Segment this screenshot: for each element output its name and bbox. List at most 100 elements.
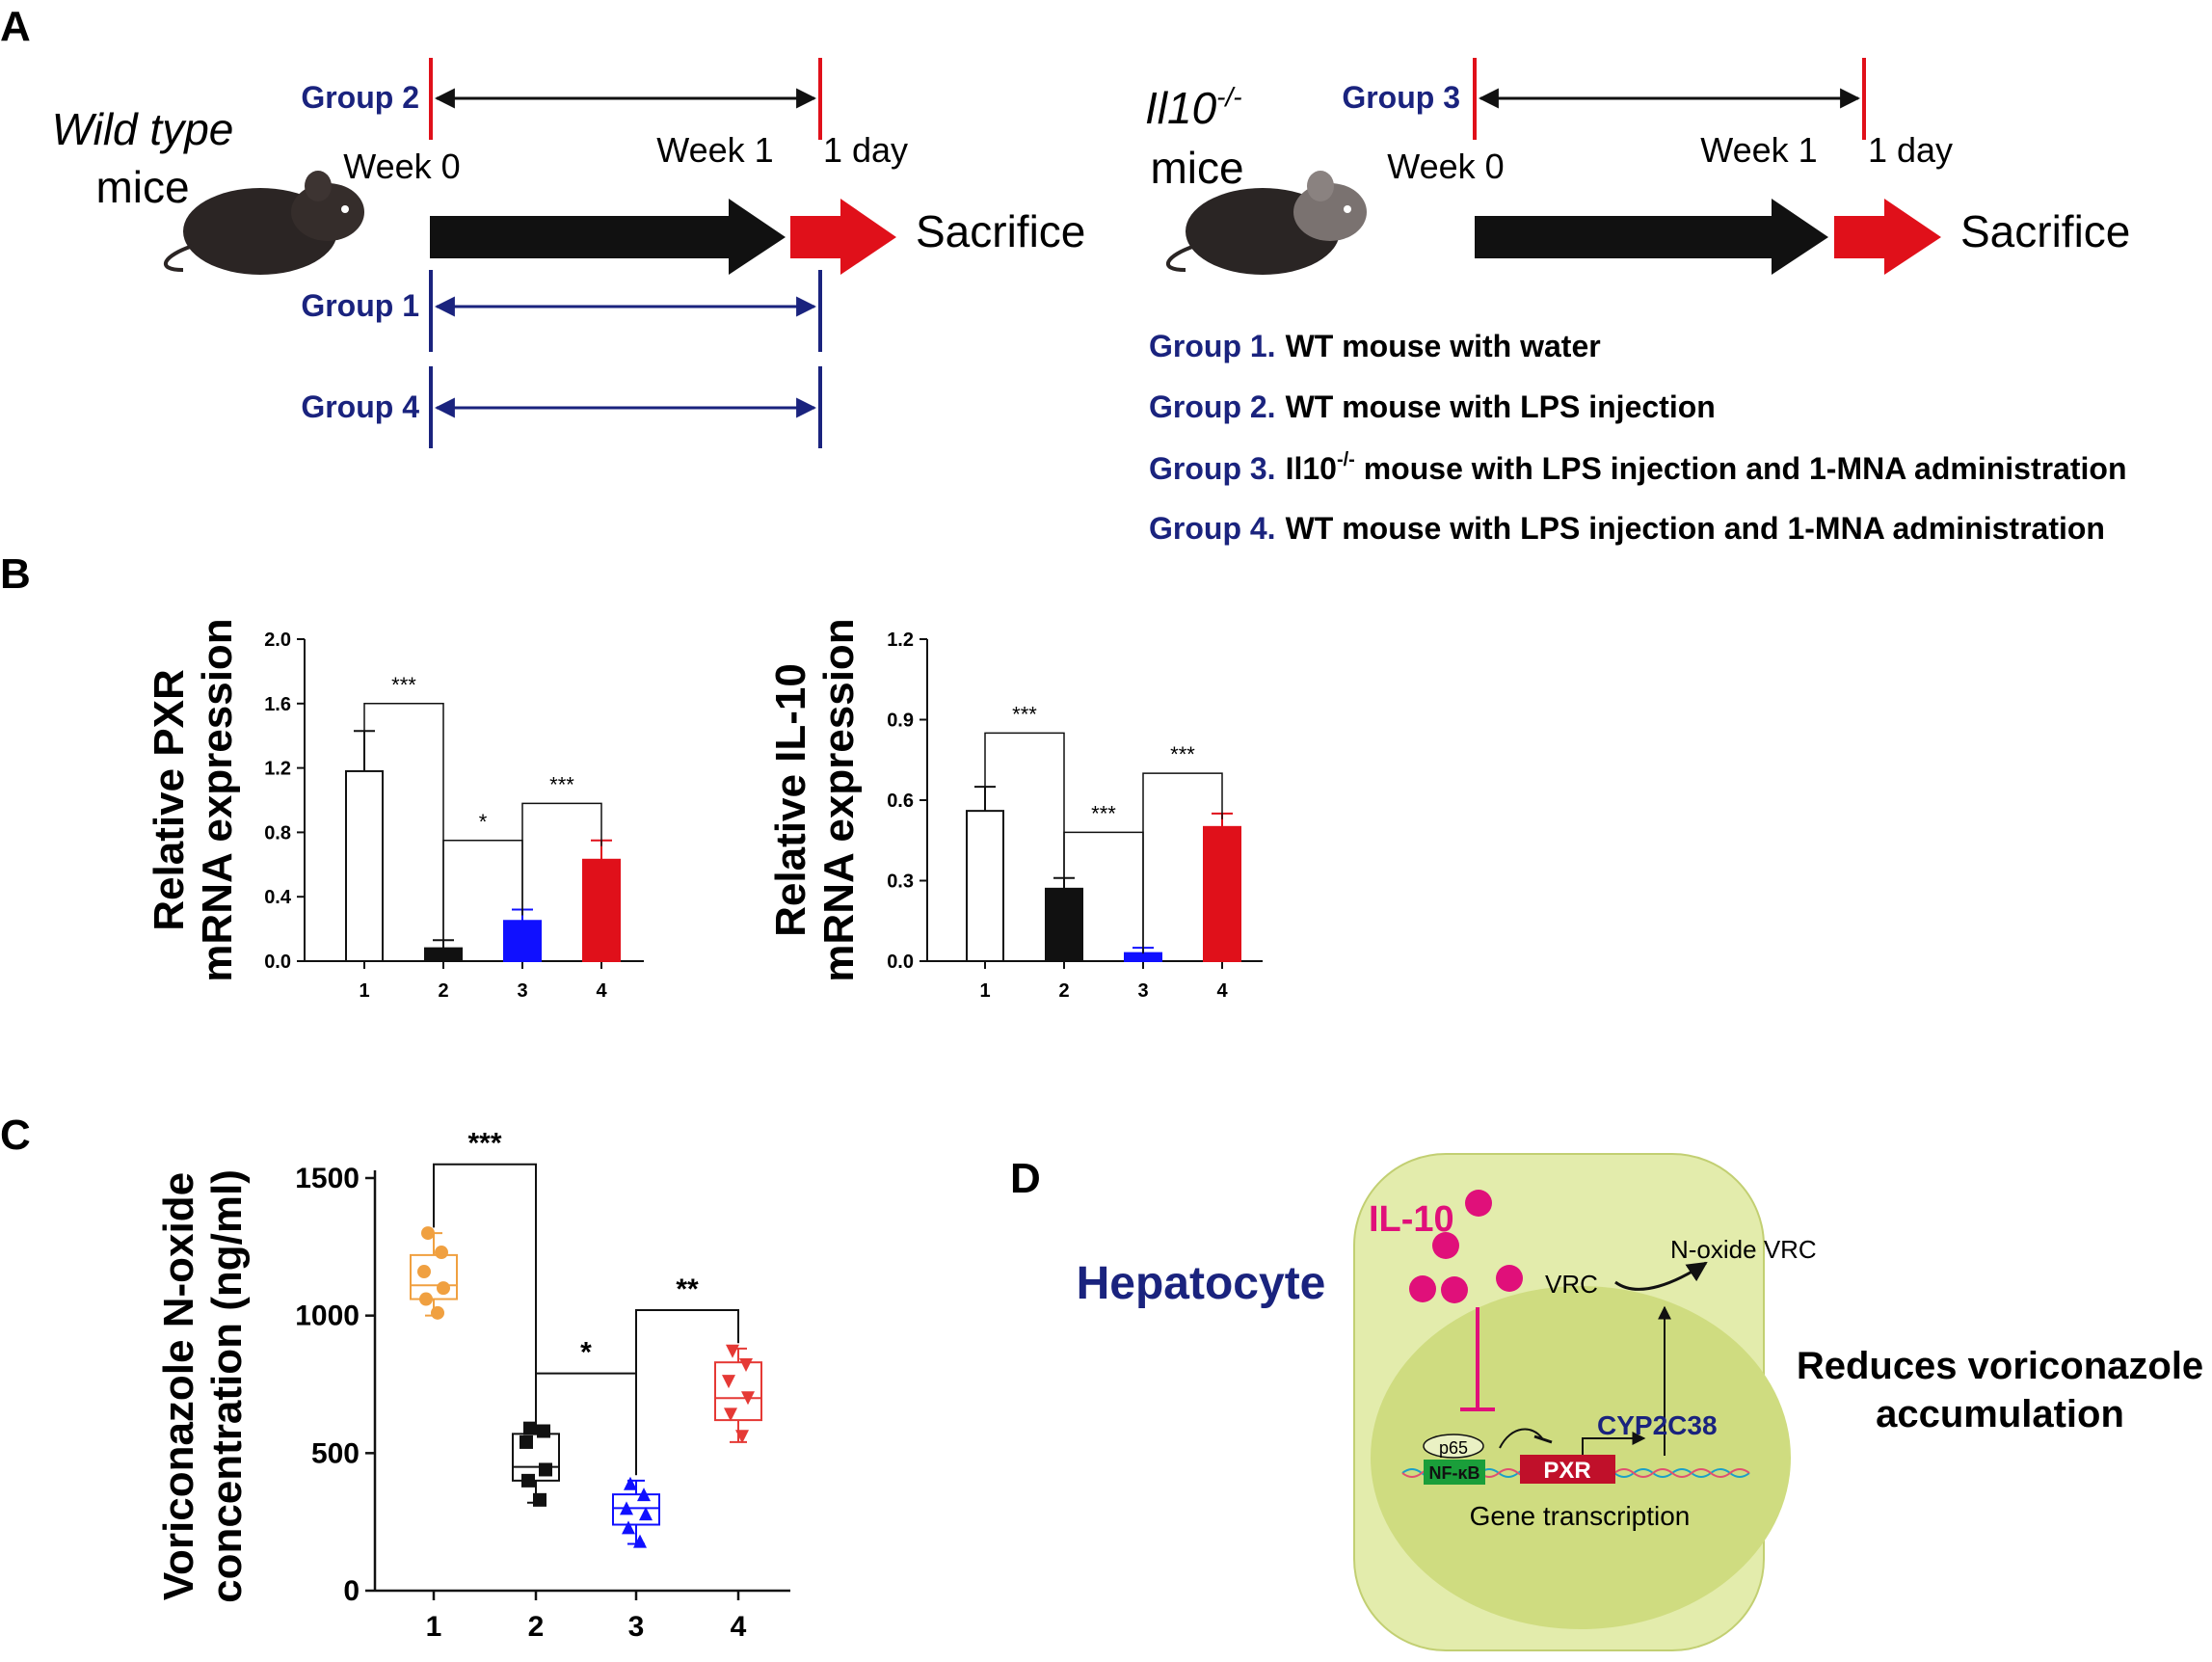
data-point: [431, 1305, 444, 1320]
y-tick-label: 1000: [295, 1300, 360, 1332]
bar: [1045, 887, 1083, 962]
data-point: [537, 1424, 550, 1438]
x-tick-label: 4: [1216, 980, 1228, 1002]
wt-week-arrow: [430, 199, 786, 275]
data-point: [520, 1434, 533, 1449]
bar: [966, 810, 1004, 963]
significance-label: ***: [467, 1128, 501, 1160]
ko-week-arrow: [1475, 199, 1828, 275]
pxr-box: [1520, 1455, 1615, 1484]
il10-molecule: [1432, 1232, 1459, 1259]
x-tick-label: 4: [596, 980, 607, 1002]
p65-label: p65: [1439, 1438, 1468, 1458]
significance-bracket: [984, 732, 1065, 884]
wt-week1: Week 1: [656, 130, 773, 170]
data-point: [724, 1407, 737, 1422]
data-point: [539, 1462, 552, 1477]
significance-bracket: [521, 802, 602, 916]
ko-label-main: Il10: [1145, 83, 1217, 133]
ko-label: Il10-/-: [1145, 82, 1242, 133]
pxr-activate-arrow: [1582, 1432, 1646, 1455]
nfkb-inhibit-curve: [1499, 1428, 1543, 1449]
panel-a-letter: A: [0, 3, 31, 50]
panel-b-letter: B: [0, 550, 31, 598]
bar: [1203, 825, 1241, 962]
legend-group2-desc: WT mouse with LPS injection: [1286, 389, 1716, 424]
box: [410, 1253, 458, 1300]
il10-molecule: [1409, 1275, 1436, 1302]
bar: [503, 920, 542, 962]
y-tick-label: 500: [311, 1437, 360, 1469]
wt-group1-label: Group 1: [301, 288, 419, 323]
legend-group2-num: Group 2.: [1149, 389, 1276, 424]
data-point: [419, 1292, 433, 1306]
significance-label: ***: [549, 772, 574, 796]
reduces-label-line1: Reduces voriconazole: [1797, 1345, 2203, 1387]
significance-label: ***: [1012, 702, 1037, 726]
x-tick-label: 1: [426, 1611, 442, 1643]
data-point: [622, 1520, 635, 1535]
data-point: [437, 1281, 450, 1296]
vrc-label: VRC: [1545, 1270, 1598, 1299]
y-tick-label: 1.2: [264, 759, 291, 780]
legend-group4-num: Group 4.: [1149, 511, 1276, 546]
data-point: [417, 1265, 431, 1279]
wt-1day: 1 day: [823, 130, 908, 170]
legend-group4-desc: WT mouse with LPS injection and 1-MNA ad…: [1286, 511, 2105, 546]
x-tick-label: 2: [528, 1611, 545, 1643]
group-legend: Group 1.WT mouse with water Group 2.WT m…: [1149, 329, 2126, 546]
wt-week0: Week 0: [343, 147, 460, 186]
y-tick-label: 1.6: [264, 694, 291, 715]
legend-group3-pre: Il10: [1286, 451, 1337, 486]
data-point: [533, 1492, 546, 1507]
data-point: [633, 1534, 647, 1548]
significance-label: **: [676, 1273, 699, 1305]
data-point: [722, 1375, 735, 1389]
bar: [582, 858, 621, 962]
x-tick-label: 1: [359, 980, 369, 1002]
il10-molecule: [1496, 1265, 1523, 1292]
gene-transcription-label: Gene transcription: [1470, 1501, 1691, 1531]
y-axis-label: Relative PXR: [146, 669, 193, 930]
data-point: [521, 1473, 535, 1488]
data-point: [523, 1421, 537, 1435]
y-axis-label: mRNA expression: [194, 618, 241, 981]
x-tick-label: 4: [731, 1611, 747, 1643]
ko-mice-label: mice: [1150, 143, 1243, 193]
data-point: [639, 1507, 653, 1521]
y-tick-label: 0.3: [887, 871, 914, 893]
nfkb-label: NF-κB: [1428, 1463, 1479, 1483]
box: [714, 1361, 762, 1422]
y-axis-label: Voriconazole N-oxide: [155, 1172, 202, 1600]
data-point: [620, 1501, 633, 1515]
y-tick-label: 1.2: [887, 630, 914, 651]
y-tick-label: 0.9: [887, 710, 914, 732]
p65-shape: [1423, 1434, 1484, 1459]
wt-day-arrow: [790, 199, 896, 275]
mouse-icon-wt: [163, 171, 364, 275]
legend-group3-sup: -/-: [1337, 449, 1355, 470]
legend-item-2: Group 2. WT mouse with LPS injection: [1149, 389, 1716, 424]
legend-group1-num: Group 1.: [1149, 329, 1276, 363]
ko-day-arrow: [1834, 199, 1941, 275]
significance-label: ***: [1170, 742, 1195, 766]
nfkb-box: [1424, 1460, 1485, 1485]
box: [612, 1493, 660, 1526]
wt-label: Wild type: [52, 104, 234, 154]
data-point: [624, 1476, 637, 1490]
wt-group2-label: Group 2: [301, 80, 419, 115]
data-point: [726, 1344, 739, 1358]
y-axis-label: Relative IL-10: [767, 663, 814, 937]
significance-bracket: [635, 1308, 739, 1476]
pxr-label: PXR: [1543, 1458, 1590, 1484]
x-tick-label: 3: [1137, 980, 1148, 1002]
data-point: [435, 1246, 448, 1260]
bar: [345, 769, 384, 962]
legend-item-4: Group 4. WT mouse with LPS injection and …: [1149, 511, 2105, 546]
x-tick-label: 2: [1058, 980, 1069, 1002]
legend-group3-num: Group 3.: [1149, 451, 1276, 486]
ko-1day: 1 day: [1868, 130, 1953, 170]
y-tick-label: 0.6: [887, 791, 914, 812]
